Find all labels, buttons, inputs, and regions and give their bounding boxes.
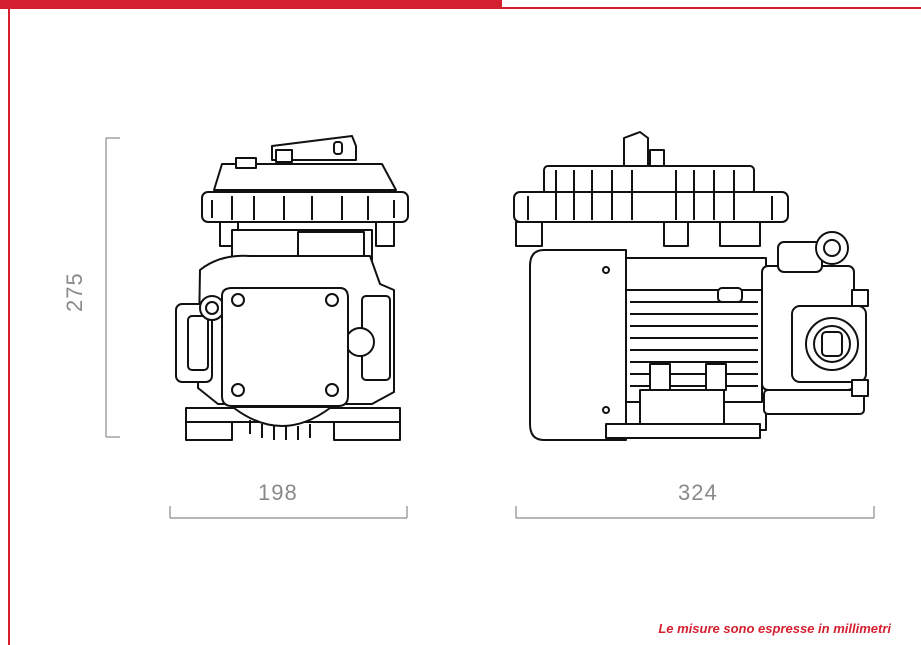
side-width-dimension-line [515,506,875,519]
height-dimension-line [105,137,120,438]
front-view [175,135,409,441]
height-dimension-label: 275 [62,272,87,312]
front-width-dimension-line [169,506,408,519]
side-view [513,131,869,441]
header-accent-line [502,7,921,9]
front-width-dimension-label: 198 [258,480,298,505]
header-accent-bar [0,0,502,9]
side-width-dimension-label: 324 [678,480,718,505]
left-accent-rule [8,9,10,645]
units-footnote: Le misure sono espresse in millimetri [658,621,891,636]
